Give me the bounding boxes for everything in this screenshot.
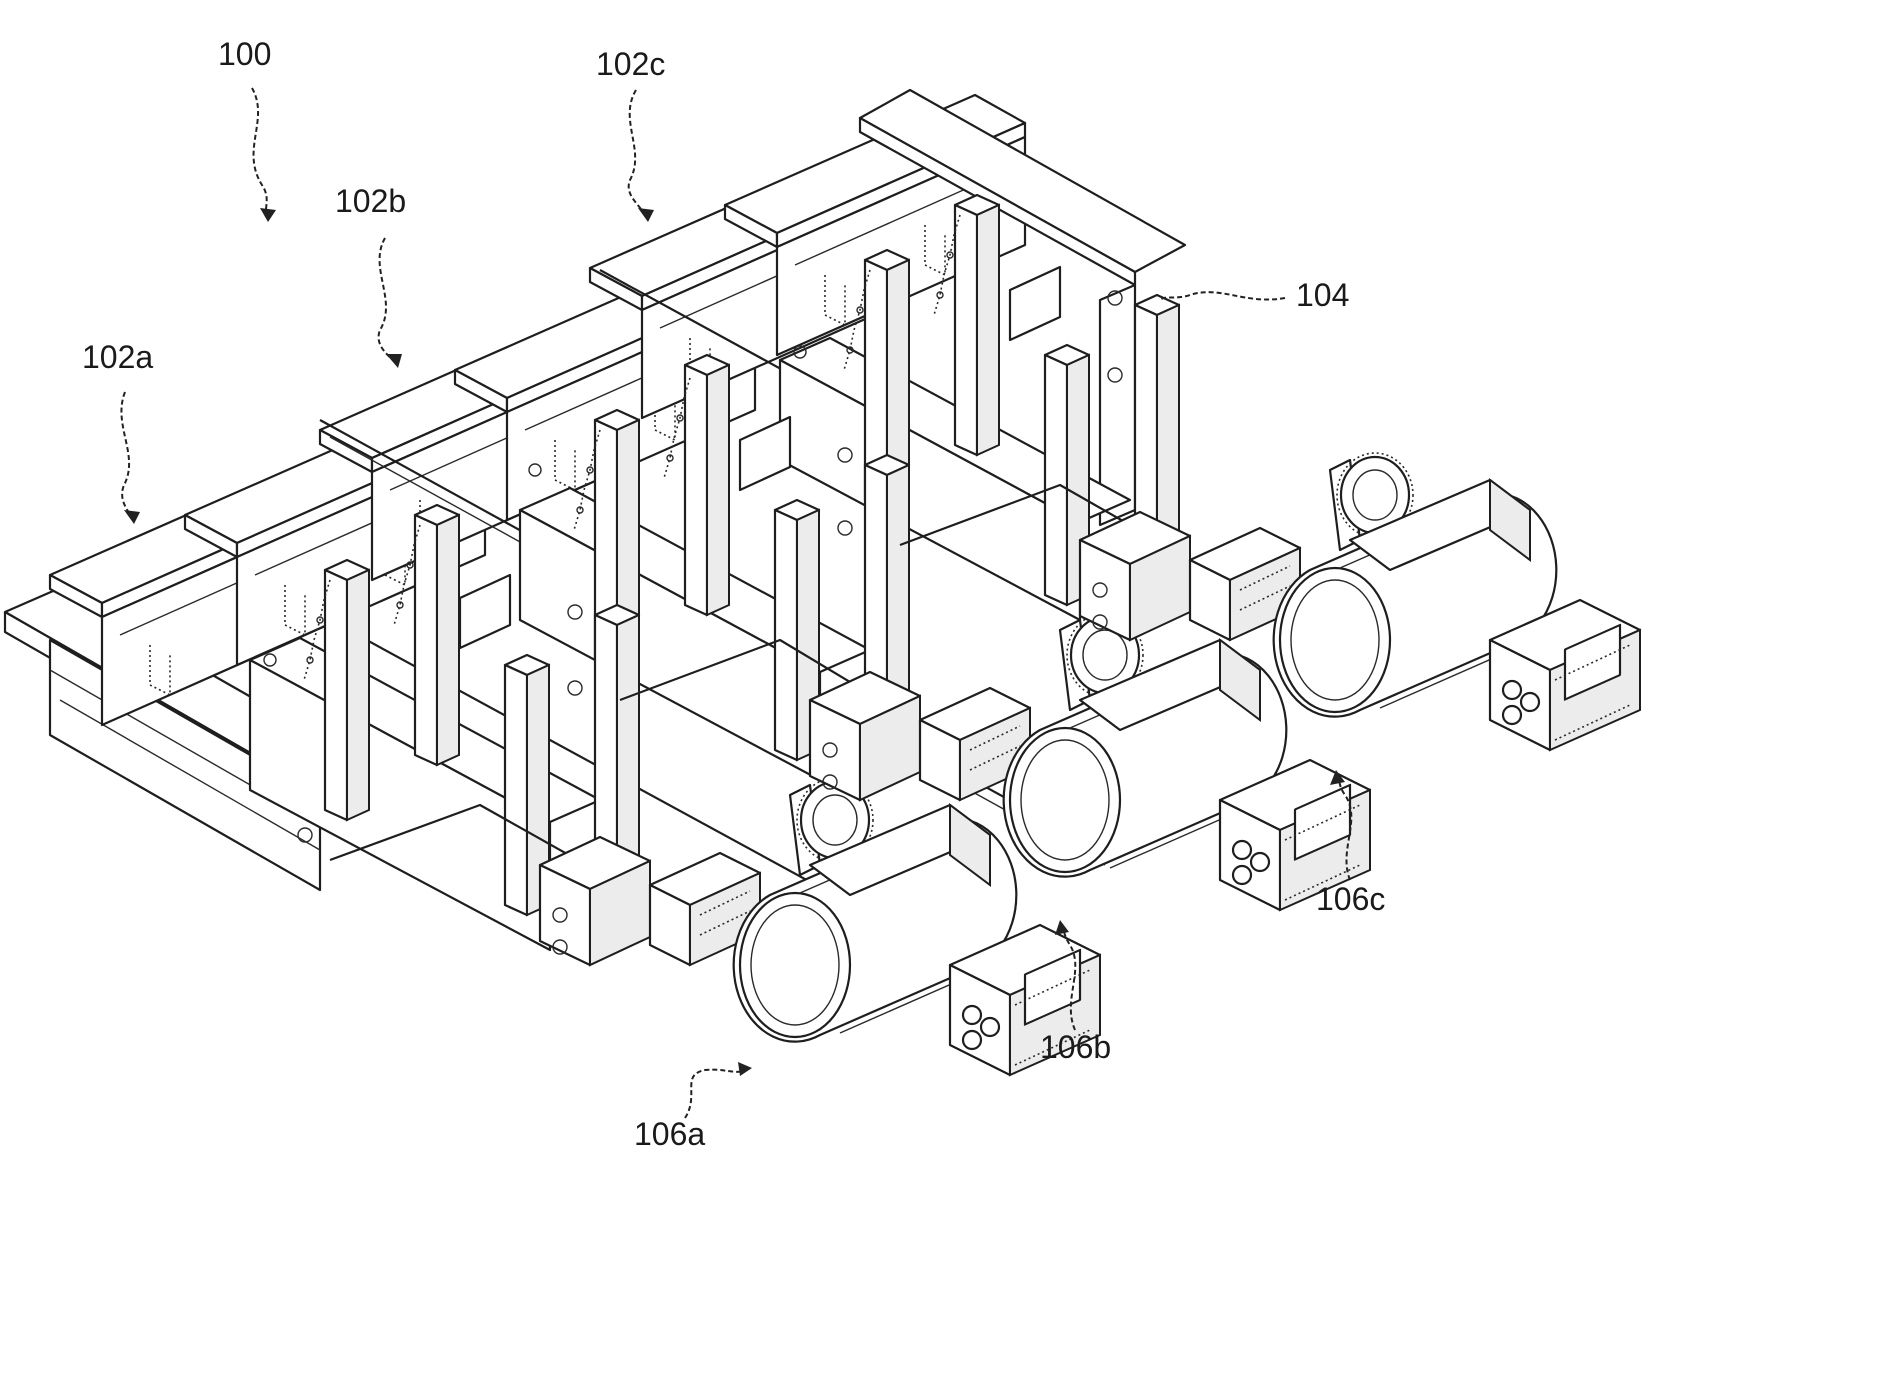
label-frame-102c: 102c: [596, 46, 665, 82]
label-frame-102b: 102b: [335, 183, 406, 219]
label-unit-106a: 106a: [634, 1116, 705, 1152]
label-assembly-100: 100: [218, 36, 271, 72]
label-unit-106c: 106c: [1316, 881, 1385, 917]
label-frame-102a: 102a: [82, 339, 153, 375]
label-unit-106b: 106b: [1040, 1029, 1111, 1065]
label-rail-104: 104: [1296, 277, 1349, 313]
